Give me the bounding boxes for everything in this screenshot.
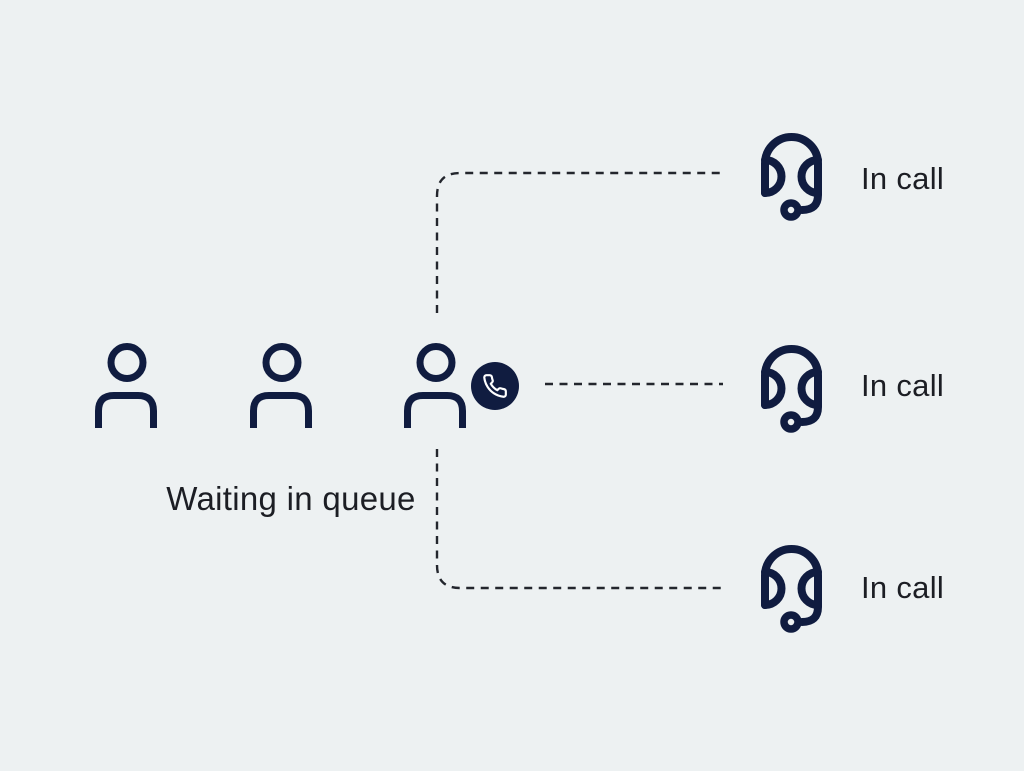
agent-status-label-3: In call: [861, 570, 945, 605]
queue-person-3: [404, 343, 466, 428]
agent-headset-1: [748, 133, 836, 223]
person-icon: [404, 343, 466, 428]
agent-status-label-1: In call: [861, 161, 945, 196]
agent-headset-2: [748, 345, 836, 435]
headset-icon: [761, 345, 822, 433]
phone-icon: [483, 374, 507, 398]
connector-top-line: [435, 171, 723, 313]
agent-headset-3: [748, 545, 836, 635]
person-icon: [95, 343, 157, 428]
headset-icon: [761, 133, 822, 221]
queue-person-1: [95, 343, 157, 428]
active-call-badge: [471, 362, 519, 410]
agent-status-label-2: In call: [861, 368, 945, 403]
person-icon: [250, 343, 312, 428]
queue-person-2: [250, 343, 312, 428]
queue-label: Waiting in queue: [166, 480, 416, 517]
headset-icon: [761, 545, 822, 633]
connector-bottom-line: [435, 449, 723, 590]
